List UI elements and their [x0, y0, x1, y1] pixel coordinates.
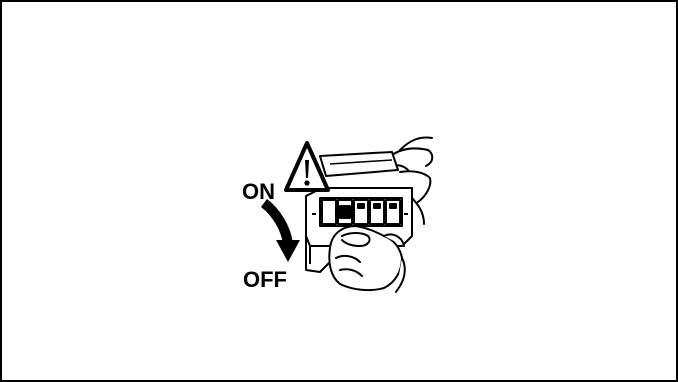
label-off: OFF [243, 267, 287, 292]
pressing-hand [329, 226, 404, 292]
curved-down-arrow-icon [264, 203, 300, 262]
warning-triangle-icon [286, 143, 328, 190]
label-on: ON [242, 179, 275, 204]
